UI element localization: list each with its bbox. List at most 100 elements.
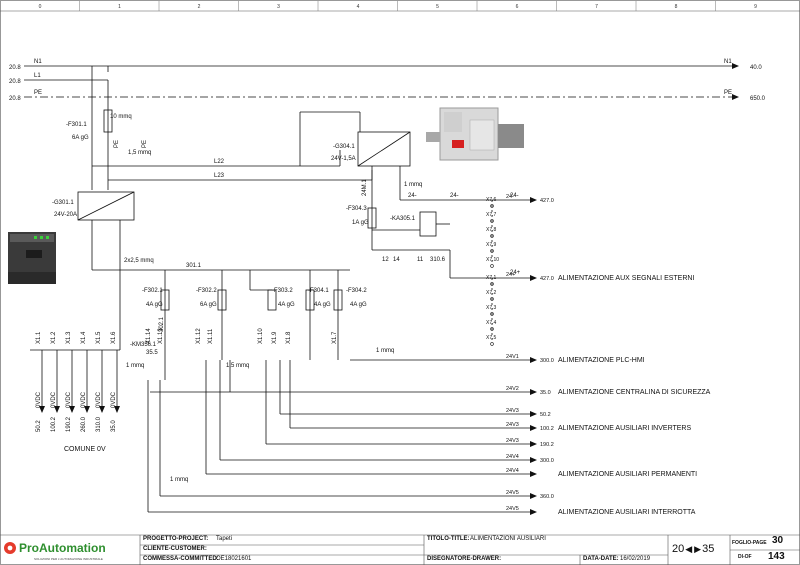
output-wire: 24V5 [506,490,519,496]
device-km356-ref: 35.5 [146,350,158,356]
output-description: ALIMENTAZIONE AUX SEGNALI ESTERNI [558,275,694,282]
device-g304-rating: 24V-1,5A [331,156,356,162]
page-label: FOGLIO-PAGE [732,540,767,546]
ref-l1-in: 20.8 [9,79,21,85]
of-label: DI-OF [738,554,752,560]
output-ref: 427.0 [540,198,554,204]
terminal-out-label: X1.14 [146,328,152,344]
output-ref: 100.2 [540,426,554,432]
device-f3042: -F304.2 [346,288,367,294]
output-wire: 24V5 [506,506,519,512]
column-number: 5 [436,4,439,10]
ref-n1-out: 40.0 [750,65,762,71]
title-value: ALIMENTAZIONI AUSILIARI [470,536,546,542]
terminal-dot [490,282,494,286]
net-24b: 24- [450,193,459,199]
net-pe-right: PE [724,90,732,96]
output-description: ALIMENTAZIONE PLC-HMI [558,357,645,364]
x7-terminal: X7.5 [486,335,497,341]
terminal-ref: 190.2 [66,416,72,432]
net-24a: 24- [408,193,417,199]
net-n1-right: N1 [724,59,732,65]
x7-terminal: X7.7 [486,212,497,218]
device-g304: -G304.1 [333,144,355,150]
terminal-dot [490,234,494,238]
terminal-out-label: X1.9 [272,331,278,344]
output-ref: 300.0 [540,358,554,364]
next-page-number[interactable]: 35 [702,543,715,555]
terminal-dot [490,297,494,301]
terminal-dot [490,249,494,253]
psu-photo-1a5 [426,107,524,161]
output-description: ALIMENTAZIONE AUSILIARI INVERTERS [558,425,691,432]
output-ref: 300.0 [540,458,554,464]
terminal-ref: 50.2 [36,420,42,432]
net-301: 301.1 [186,263,202,269]
output-ref: 427.0 [540,276,554,282]
column-number: 7 [595,4,598,10]
terminal-dot [490,327,494,331]
cable-1b: 1 mmq [376,348,394,354]
x7-terminal: X7.8 [486,227,497,233]
prev-page-number[interactable]: 20 [672,543,685,555]
prev-page-icon[interactable]: ◀ [685,544,693,554]
terminal-ref: 100.2 [51,416,57,432]
terminal-dot [490,312,494,316]
output-wire: 24- [506,194,514,200]
cable-15b: 1,5 mmq [226,363,249,369]
output-wire: 24+ [506,272,515,278]
device-f3021: -F302.1 [142,288,163,294]
device-f3043-rating: 1A gG [352,220,369,226]
output-ref: 35.0 [540,390,551,396]
ref-n1-in: 20.8 [9,65,21,71]
ka-ref: 310.6 [430,257,446,263]
column-number: 4 [357,4,360,10]
terminal-label: X1.2 [51,331,57,344]
cable-1c: 1 mmq [126,363,144,369]
terminal-strip-x7: X7.6X7.7X7.8X7.9X7.10X7.1X7.2X7.3X7.4X7.… [486,197,499,346]
output-wire: 24V4 [506,468,519,474]
device-f3022-rating: 6A gG [200,302,217,308]
device-f3041-rating: 4A gG [314,302,331,308]
cable-15a: 1,5 mmq [128,150,151,156]
output-ref: 190.2 [540,442,554,448]
drawer-label: DISEGNATORE-DRAWER: [427,556,502,562]
terminal-label: X1.6 [111,331,117,344]
project-label: PROGETTO-PROJECT: [143,536,209,542]
net-l23: L23 [214,173,225,179]
commessa-value: OE18021601 [216,556,252,562]
column-number: 0 [39,4,42,10]
cable-1d: 1 mmq [170,477,188,483]
device-ka305: -KA305.1 [390,216,416,222]
column-number: 8 [675,4,678,10]
pe-label-2: PE [142,140,148,148]
date-label: DATA-DATE: [583,556,619,562]
terminal-out-label: X1.8 [286,331,292,344]
output-wire: 24V3 [506,408,519,414]
net-pe: PE [34,90,42,96]
terminal-ref: 35.0 [111,420,117,432]
terminal-dot [490,264,494,268]
pe-label-1: PE [114,140,120,148]
ka-pin-11: 11 [417,257,424,263]
ka-pin-12: 12 [382,257,389,263]
column-number: 6 [516,4,519,10]
terminal-label: X1.3 [66,331,72,344]
device-f3022: -F302.2 [196,288,217,294]
device-f3032-rating: 4A gG [278,302,295,308]
ref-pe-out: 650.0 [750,96,766,102]
column-number: 2 [198,4,201,10]
x7-terminal: X7.3 [486,305,497,311]
terminal-out-label: X1.12 [196,328,202,344]
net-24m: 24M.1 [362,179,368,196]
terminal-0vdc-label: 0VDC [66,391,72,408]
output-description: ALIMENTAZIONE AUSILIARI PERMANENTI [558,471,697,478]
device-f3021-rating: 4A gG [146,302,163,308]
output-wire: 24V2 [506,386,519,392]
device-f301: -F301.1 [66,122,87,128]
logo-sub: SOLUZIONI PER L'AUTOMAZIONE INDUSTRIALE [34,557,103,561]
next-page-icon[interactable]: ▶ [694,544,702,554]
cable-25: 2x2,5 mmq [124,258,154,264]
x7-terminal: X7.9 [486,242,497,248]
